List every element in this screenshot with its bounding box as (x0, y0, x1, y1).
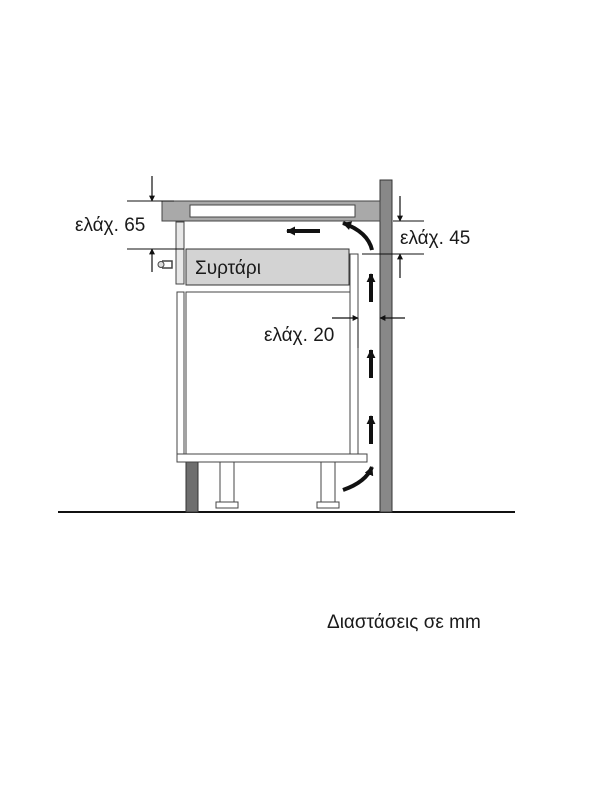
drawer-front (185, 248, 350, 286)
airflow-arrow-curve-top (342, 221, 374, 251)
cooktop-glass (189, 204, 356, 218)
cabinet-door (185, 291, 351, 455)
dim-label-45: ελάχ. 45 (400, 228, 470, 249)
handle-knob (157, 261, 165, 268)
cabinet-body (176, 291, 185, 463)
drawer-side-rail (349, 253, 359, 455)
cabinet-foot-left (215, 501, 239, 509)
airflow-arrow-bottom (342, 466, 374, 492)
units-caption: Διαστάσεις σε mm (327, 612, 481, 633)
cabinet-foot-right (316, 501, 340, 509)
left-plinth (185, 461, 199, 513)
wall (379, 179, 393, 513)
dim-label-65: ελάχ. 65 (75, 215, 145, 236)
drawer-label: Συρτάρι (195, 258, 261, 279)
dim-label-20: ελάχ. 20 (264, 325, 334, 346)
cabinet-leg-left (219, 461, 235, 505)
drawer-handle (162, 260, 173, 269)
cabinet-leg-right (320, 461, 336, 505)
cabinet-bottom (176, 453, 368, 463)
front-panel (175, 221, 185, 285)
